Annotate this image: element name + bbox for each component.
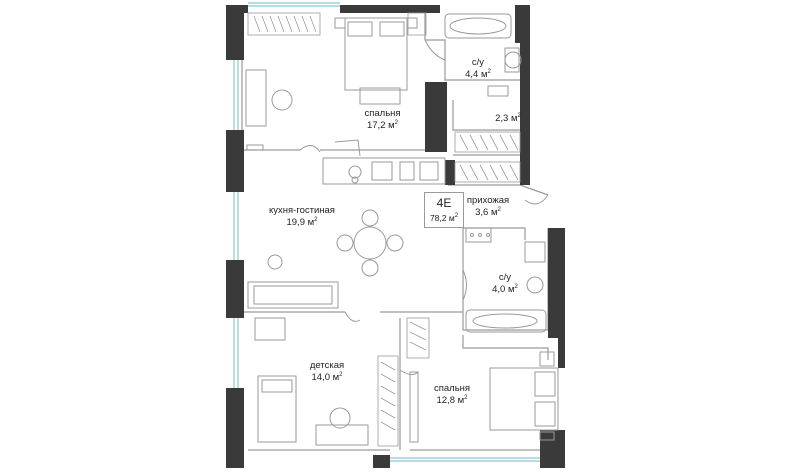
apartment-code: 4E: [436, 196, 452, 210]
room-area: 19,9 м2: [286, 216, 318, 228]
room-label-kids: детская 14,0 м2: [302, 360, 352, 384]
windows: [233, 2, 540, 462]
dining-table: [336, 209, 404, 277]
room-area: 17,2 м2: [366, 119, 398, 131]
double-bed-2: [489, 367, 559, 431]
kids-furniture: [254, 317, 369, 446]
room-label-bedroom-2: спальня 12,8 м2: [427, 383, 477, 407]
rug: [359, 87, 401, 105]
double-bed: [344, 17, 408, 91]
bathtub-2: [465, 309, 547, 333]
room-label-bedroom-1: спальня 17,2 м2: [355, 108, 410, 132]
exterior-walls: [226, 5, 565, 468]
bathroom-1-fixtures: [444, 13, 522, 97]
room-label-bathroom-1: с/у 4,4 м2: [463, 57, 493, 81]
room-label-bathroom-2: с/у 4,0 м2: [484, 272, 526, 296]
washbasin-2: [524, 241, 546, 263]
bedroom-2-furniture: [409, 351, 559, 443]
kids-bed: [257, 375, 297, 443]
room-name: с/у: [471, 57, 485, 68]
bedroom-1-furniture: [245, 17, 418, 151]
apartment-badge: 4E 78,2 м2: [424, 192, 464, 228]
room-area: 4,4 м2: [465, 68, 491, 80]
sofa: [247, 281, 339, 309]
hallway-fixtures: [465, 227, 547, 333]
room-label-living: кухня-гостиная 19,9 м2: [262, 205, 342, 229]
kids-desk: [254, 317, 286, 341]
room-area: 2,3 м2: [495, 112, 521, 124]
room-label-hallway: прихожая 3,6 м2: [462, 195, 514, 219]
wardrobe-strips: [247, 12, 521, 447]
room-area: 3,6 м2: [475, 206, 501, 218]
plant: [267, 254, 283, 270]
toilet: [487, 85, 509, 97]
kitchen-counter: [322, 139, 446, 185]
room-label-wardrobe: 2,3 м2: [488, 113, 528, 125]
room-name: детская: [309, 360, 345, 371]
room-name: спальня: [364, 108, 401, 119]
room-name: прихожая: [466, 195, 510, 206]
door-swings: [299, 39, 549, 376]
room-area: 12,8 м2: [436, 394, 468, 406]
bathtub: [444, 13, 512, 39]
room-name: с/у: [498, 272, 512, 283]
inner-walls: [241, 10, 549, 451]
chair: [271, 89, 293, 111]
room-area: 14,0 м2: [311, 371, 343, 383]
apartment-total-area: 78,2 м2: [429, 213, 459, 223]
room-name: спальня: [433, 383, 471, 394]
living-furniture: [247, 254, 339, 309]
room-name: кухня-гостиная: [269, 205, 335, 216]
room-area: 4,0 м2: [492, 283, 518, 295]
desk: [245, 69, 267, 127]
